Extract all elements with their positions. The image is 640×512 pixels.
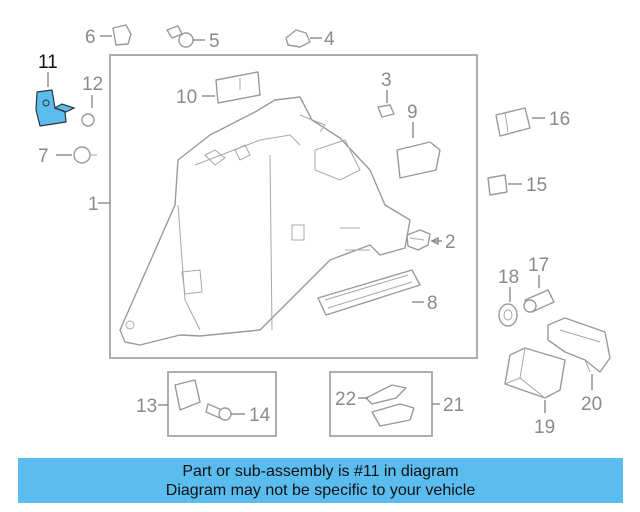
callout-22: 22 [335,389,356,410]
part-4-retainer [285,29,311,48]
quarter-trim-panel [119,96,411,346]
callout-2: 2 [445,232,456,253]
part-11-bracket-highlighted [35,89,76,127]
callout-21: 21 [443,395,464,416]
part-3-clip [377,104,395,118]
part-8-strip [317,269,421,316]
part-18-grommet [498,303,518,327]
part-14-screw [205,403,232,421]
callout-3: 3 [381,70,392,91]
callout-13: 13 [136,396,157,417]
banner-line-2: Diagram may not be specific to your vehi… [165,481,476,499]
callout-18: 18 [498,267,519,288]
part-16-cover [495,107,531,137]
sub-frame-13-14 [167,371,277,437]
callout-5: 5 [209,31,220,52]
part-6-clip [112,24,132,46]
part-2-clip [406,229,431,251]
callout-12: 12 [82,74,103,95]
callout-1: 1 [88,194,99,215]
part-21-holder [371,403,415,427]
callout-9: 9 [407,102,418,123]
part-9-cover [396,141,441,179]
callout-6: 6 [85,27,96,48]
main-panel-frame [109,54,478,359]
callout-20: 20 [581,394,602,415]
banner-line-1: Part or sub-assembly is #11 in diagram [182,462,459,480]
callout-16: 16 [549,109,570,130]
callout-10: 10 [176,87,197,108]
part-20-bracket [547,317,611,373]
part-19-box [504,347,566,399]
callout-4: 4 [324,29,335,50]
callout-15: 15 [526,175,547,196]
arrow-2 [430,236,439,246]
callout-14: 14 [249,405,271,426]
part-22-clip [365,384,407,405]
callout-17: 17 [528,255,549,276]
part-7-pushclip [73,146,97,164]
callout-7: 7 [38,146,49,167]
callout-11: 11 [38,52,58,73]
callout-8: 8 [427,293,438,314]
part-info-banner: Part or sub-assembly is #11 in diagram D… [18,458,623,503]
part-17-fastener [523,289,555,313]
part-13-cover [174,379,201,411]
part-5-screw [166,25,194,48]
part-10-bracket [215,71,261,104]
part-15-pad [487,174,508,196]
part-12-nut [81,113,95,127]
callout-19: 19 [534,417,555,438]
